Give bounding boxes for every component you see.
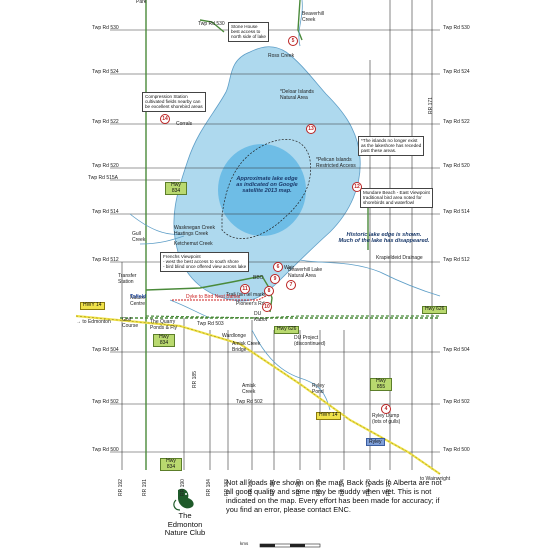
stone-house-box: Stone House best access to north side of… xyxy=(228,22,269,42)
site-marker-12[interactable]: 12 xyxy=(352,182,362,192)
ketchamut-creek-label: Ketchemut Creek xyxy=(174,241,213,247)
twp-rd-512-left: Twp Rd 512 xyxy=(92,257,119,263)
rr-184: RR 184 xyxy=(206,479,212,496)
du-project-label: DU Project (discontinued) xyxy=(294,335,326,347)
hwy-14-line xyxy=(75,314,441,475)
site-marker-13[interactable]: 13 xyxy=(306,124,316,134)
pelican-islands-label: *Pelican Islands Restricted Access xyxy=(316,157,356,169)
scale-label: kms xyxy=(240,541,249,546)
twp-rd-502-mid: Twp Rd 502 xyxy=(236,399,263,405)
twp-rd-520-left: Twp Rd 520 xyxy=(92,163,119,169)
amisk-creek-bridge-label: Amisk Creek Bridge xyxy=(232,341,261,353)
twp-rd-530-left: Twp Rd 530 xyxy=(92,25,119,31)
club-name: The Edmonton Nature Club xyxy=(164,511,206,538)
hwy-14-centerline xyxy=(75,315,441,475)
hwy-626-line xyxy=(145,315,440,319)
transfer-station-label: Transfer Station xyxy=(118,273,137,285)
amisk-creek-label: Amisk Creek xyxy=(242,383,256,395)
hwy-834-bottom-shield: Hwy 834 xyxy=(160,458,182,471)
twp-rd-504-right: Twp Rd 504 xyxy=(443,347,470,353)
wardlonge-label: Wardlonge xyxy=(222,333,246,339)
twp-rd-524-right: Twp Rd 524 xyxy=(443,69,470,75)
site-marker-8[interactable]: 8 xyxy=(264,286,274,296)
krapieldeid-drainage-label: Krapieldeid Drainage xyxy=(376,255,423,261)
mundare-beach-box: Mundare Beach - East Viewpoint tradition… xyxy=(360,188,433,208)
twp-rd-500-right: Twp Rd 500 xyxy=(443,447,470,453)
nature-centre-label: Nature Centre xyxy=(130,295,146,307)
dyke-label: Dyke to Bird Nest Banks xyxy=(186,294,241,300)
township-roads xyxy=(110,29,440,453)
site-marker-14[interactable]: 14 xyxy=(160,114,170,124)
hwy-834-mid-shield: Hwy 834 xyxy=(153,334,175,347)
historic-edge-annotation: Historic lake edge is shown. Much of the… xyxy=(338,232,430,245)
twp-rd-515a-left: Twp Rd 515A xyxy=(88,175,119,181)
twp-rd-514-right: Twp Rd 514 xyxy=(443,209,470,215)
site-marker-7[interactable]: 7 xyxy=(286,280,296,290)
quarry-ponds-label: The Quarry Ponds & Fly xyxy=(150,319,177,331)
twp-rd-530-right: Twp Rd 530 xyxy=(443,25,470,31)
ryley-pond-label: Ryley Pond xyxy=(312,383,325,395)
corrals-label: Corrals xyxy=(176,121,193,127)
compression-station-box: Compression Station cultivated fields ne… xyxy=(142,92,206,112)
to-edmonton-label: → to Edmonton xyxy=(76,319,111,325)
ryley-dump-label: Ryley Dump (lots of gulls) xyxy=(372,413,401,425)
golf-course-label: Golf Course xyxy=(122,317,139,329)
approximate-lake-edge xyxy=(221,139,311,239)
deloar-islands-label: *Deloar Islands Natural Area xyxy=(280,89,314,101)
rr-191: RR 191 xyxy=(142,479,148,496)
rr-190: RR 190 xyxy=(180,479,186,496)
twp-rd-502-right: Twp Rd 502 xyxy=(443,399,470,405)
twp-rd-500-left: Twp Rd 500 xyxy=(92,447,119,453)
site-marker-6[interactable]: 6 xyxy=(273,262,283,272)
gull-creek-label: Gull Creek xyxy=(132,231,146,243)
site-marker-5[interactable]: 5 xyxy=(288,36,298,46)
islands-note-box: *The islands no longer exist as the lake… xyxy=(358,136,425,156)
site-marker-11[interactable]: 11 xyxy=(240,284,250,294)
twp-rd-530-top: Twp Rd 530 xyxy=(198,21,225,27)
approximate-edge-annotation: Approximate lake edge as indicated on Go… xyxy=(236,176,298,195)
twp-rd-502-left: Twp Rd 502 xyxy=(92,399,119,405)
rr-185: RR 185 xyxy=(192,371,198,388)
hwy-855-shield: Hwy 855 xyxy=(370,378,392,391)
lake-deep-area xyxy=(218,144,306,236)
twp-rd-503: Twp Rd 503 xyxy=(197,321,224,327)
hwy-834-top-shield: Hwy 834 xyxy=(165,182,187,195)
waskwagan-creek-label: Wasknegan Creek Hastings Creek xyxy=(174,225,215,237)
rr-171: RR 171 xyxy=(428,97,434,114)
hwy-626-mid-shield: Hwy 626 xyxy=(274,326,300,334)
site-marker-4[interactable]: 4 xyxy=(381,404,391,414)
scale-bar xyxy=(259,543,321,548)
twp-rd-512-right: Twp Rd 512 xyxy=(443,257,470,263)
weir-label: Weir xyxy=(284,265,295,271)
twp-rd-522-right: Twp Rd 522 xyxy=(443,119,470,125)
du-kabot-label: DU Kabot xyxy=(254,311,268,323)
twp-rd-504-left: Twp Rd 504 xyxy=(92,347,119,353)
twp-rd-522-left: Twp Rd 522 xyxy=(92,119,119,125)
trail-sign-label: Trail (sin tel market) xyxy=(226,292,270,298)
pioneers-rd-label: Pioneer's Rd. xyxy=(236,301,266,307)
rr-192: RR 192 xyxy=(118,479,124,496)
creeks xyxy=(129,0,441,411)
hwy-14-mid-shield: HWY 14 xyxy=(316,412,341,420)
hwy-626-shield: Hwy 626 xyxy=(422,306,448,314)
ryley-town: Ryley xyxy=(366,438,385,446)
park-label: Park xyxy=(136,0,147,5)
to-wainwright-label: to Wainwright xyxy=(420,476,451,482)
bbo-label: BBO xyxy=(253,275,264,281)
ross-creek-label: Ross Creek xyxy=(268,53,295,59)
site-marker-10[interactable]: 10 xyxy=(262,302,272,312)
beaverhill-creek-label: Beaverhill Creek xyxy=(302,11,324,23)
hwy-14-left-shield: HWY 14 xyxy=(80,302,105,310)
twp-rd-524-left: Twp Rd 524 xyxy=(92,69,119,75)
tofield-town: Tofield xyxy=(130,294,147,300)
frenchs-viewpoint-box: Frenchs Viewpoint - west the best access… xyxy=(160,252,250,272)
disclaimer-note: Not all roads are shown on the map. Back… xyxy=(226,478,442,514)
beaverhill-lake-natural-area-label: Beaverhill Lake Natural Area xyxy=(288,267,323,279)
site-marker-9[interactable]: 9 xyxy=(270,274,280,284)
twp-rd-514-left: Twp Rd 514 xyxy=(92,209,119,215)
dyke-trail xyxy=(172,293,271,301)
club-logo xyxy=(173,488,194,511)
twp-rd-520-right: Twp Rd 520 xyxy=(443,163,470,169)
